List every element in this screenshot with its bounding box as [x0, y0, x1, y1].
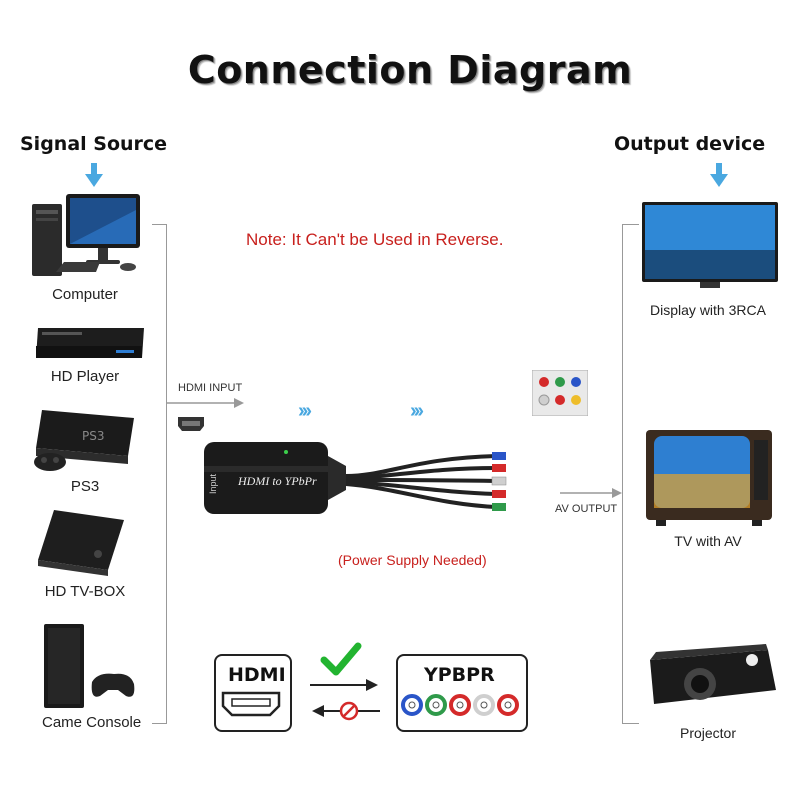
- page-title: Connection Diagram: [187, 48, 633, 92]
- computer-icon: [32, 194, 140, 276]
- source-bracket: [152, 224, 167, 724]
- power-supply-note: (Power Supply Needed): [338, 552, 487, 568]
- rca-jack-icon: [401, 694, 423, 716]
- forward-arrow-icon: [310, 679, 378, 691]
- rca-port-panel-icon: [532, 370, 588, 416]
- crt-tv-icon: [646, 430, 772, 526]
- flow-chevrons-icon: ›››: [410, 400, 424, 422]
- ypbpr-legend-label: YPBPR: [424, 664, 495, 686]
- rca-jack-icon: [425, 694, 447, 716]
- output-label-tv-av: TV with AV: [674, 533, 742, 549]
- forbidden-icon: [339, 701, 359, 721]
- reverse-use-note: Note: It Can't be Used in Reverse.: [246, 230, 504, 249]
- source-label-computer: Computer: [52, 286, 118, 303]
- rca-jacks-icon: [401, 694, 519, 716]
- output-arrow-icon: [560, 488, 622, 498]
- output-label-projector: Projector: [679, 725, 737, 741]
- flat-tv-icon: [642, 202, 778, 288]
- rca-jack-icon: [473, 694, 495, 716]
- rca-jack-center: [408, 701, 416, 709]
- bluray-player-icon: [36, 328, 144, 358]
- av-output-label: AV OUTPUT: [555, 503, 618, 515]
- output-label-display: Display with 3RCA: [650, 302, 766, 318]
- output-device-heading: Output device: [614, 133, 766, 155]
- signal-source-heading: Signal Source: [20, 133, 168, 155]
- output-bracket: [622, 224, 639, 724]
- hdmi-legend-label: HDMI: [228, 664, 286, 686]
- projector-icon: [650, 644, 776, 704]
- rca-jack-center: [480, 701, 488, 709]
- game-console-icon: [44, 624, 135, 708]
- rca-jack-center: [456, 701, 464, 709]
- source-label-hd-player: HD Player: [50, 368, 120, 385]
- tv-box-icon: [38, 510, 124, 576]
- rca-jack-icon: [497, 694, 519, 716]
- hdmi-input-label: HDMI INPUT: [178, 382, 243, 394]
- hdmi-to-ypbpr-adapter: [204, 442, 507, 514]
- hdmi-plug-icon: [221, 691, 281, 717]
- rca-jack-center: [504, 701, 512, 709]
- check-mark-icon: [320, 642, 362, 676]
- hdmi-port-icon: [178, 417, 204, 431]
- adapter-name: HDMI to YPbPr: [238, 474, 317, 488]
- source-label-tv-box: HD TV-BOX: [44, 583, 126, 600]
- source-label-ps3: PS3: [70, 478, 100, 495]
- rca-jack-center: [432, 701, 440, 709]
- down-arrow-icon: [710, 163, 728, 187]
- down-arrow-icon: [85, 163, 103, 187]
- svg-text:PS3: PS3: [82, 429, 105, 443]
- rca-jack-icon: [449, 694, 471, 716]
- adapter-input-label: Input: [208, 473, 218, 494]
- ypbpr-legend-box: [396, 654, 528, 732]
- input-arrow-icon: [166, 398, 244, 408]
- flow-chevrons-icon: ›››: [298, 400, 312, 422]
- ps3-console-icon: PS3: [34, 410, 134, 471]
- source-label-game-console: Came Console: [42, 714, 142, 731]
